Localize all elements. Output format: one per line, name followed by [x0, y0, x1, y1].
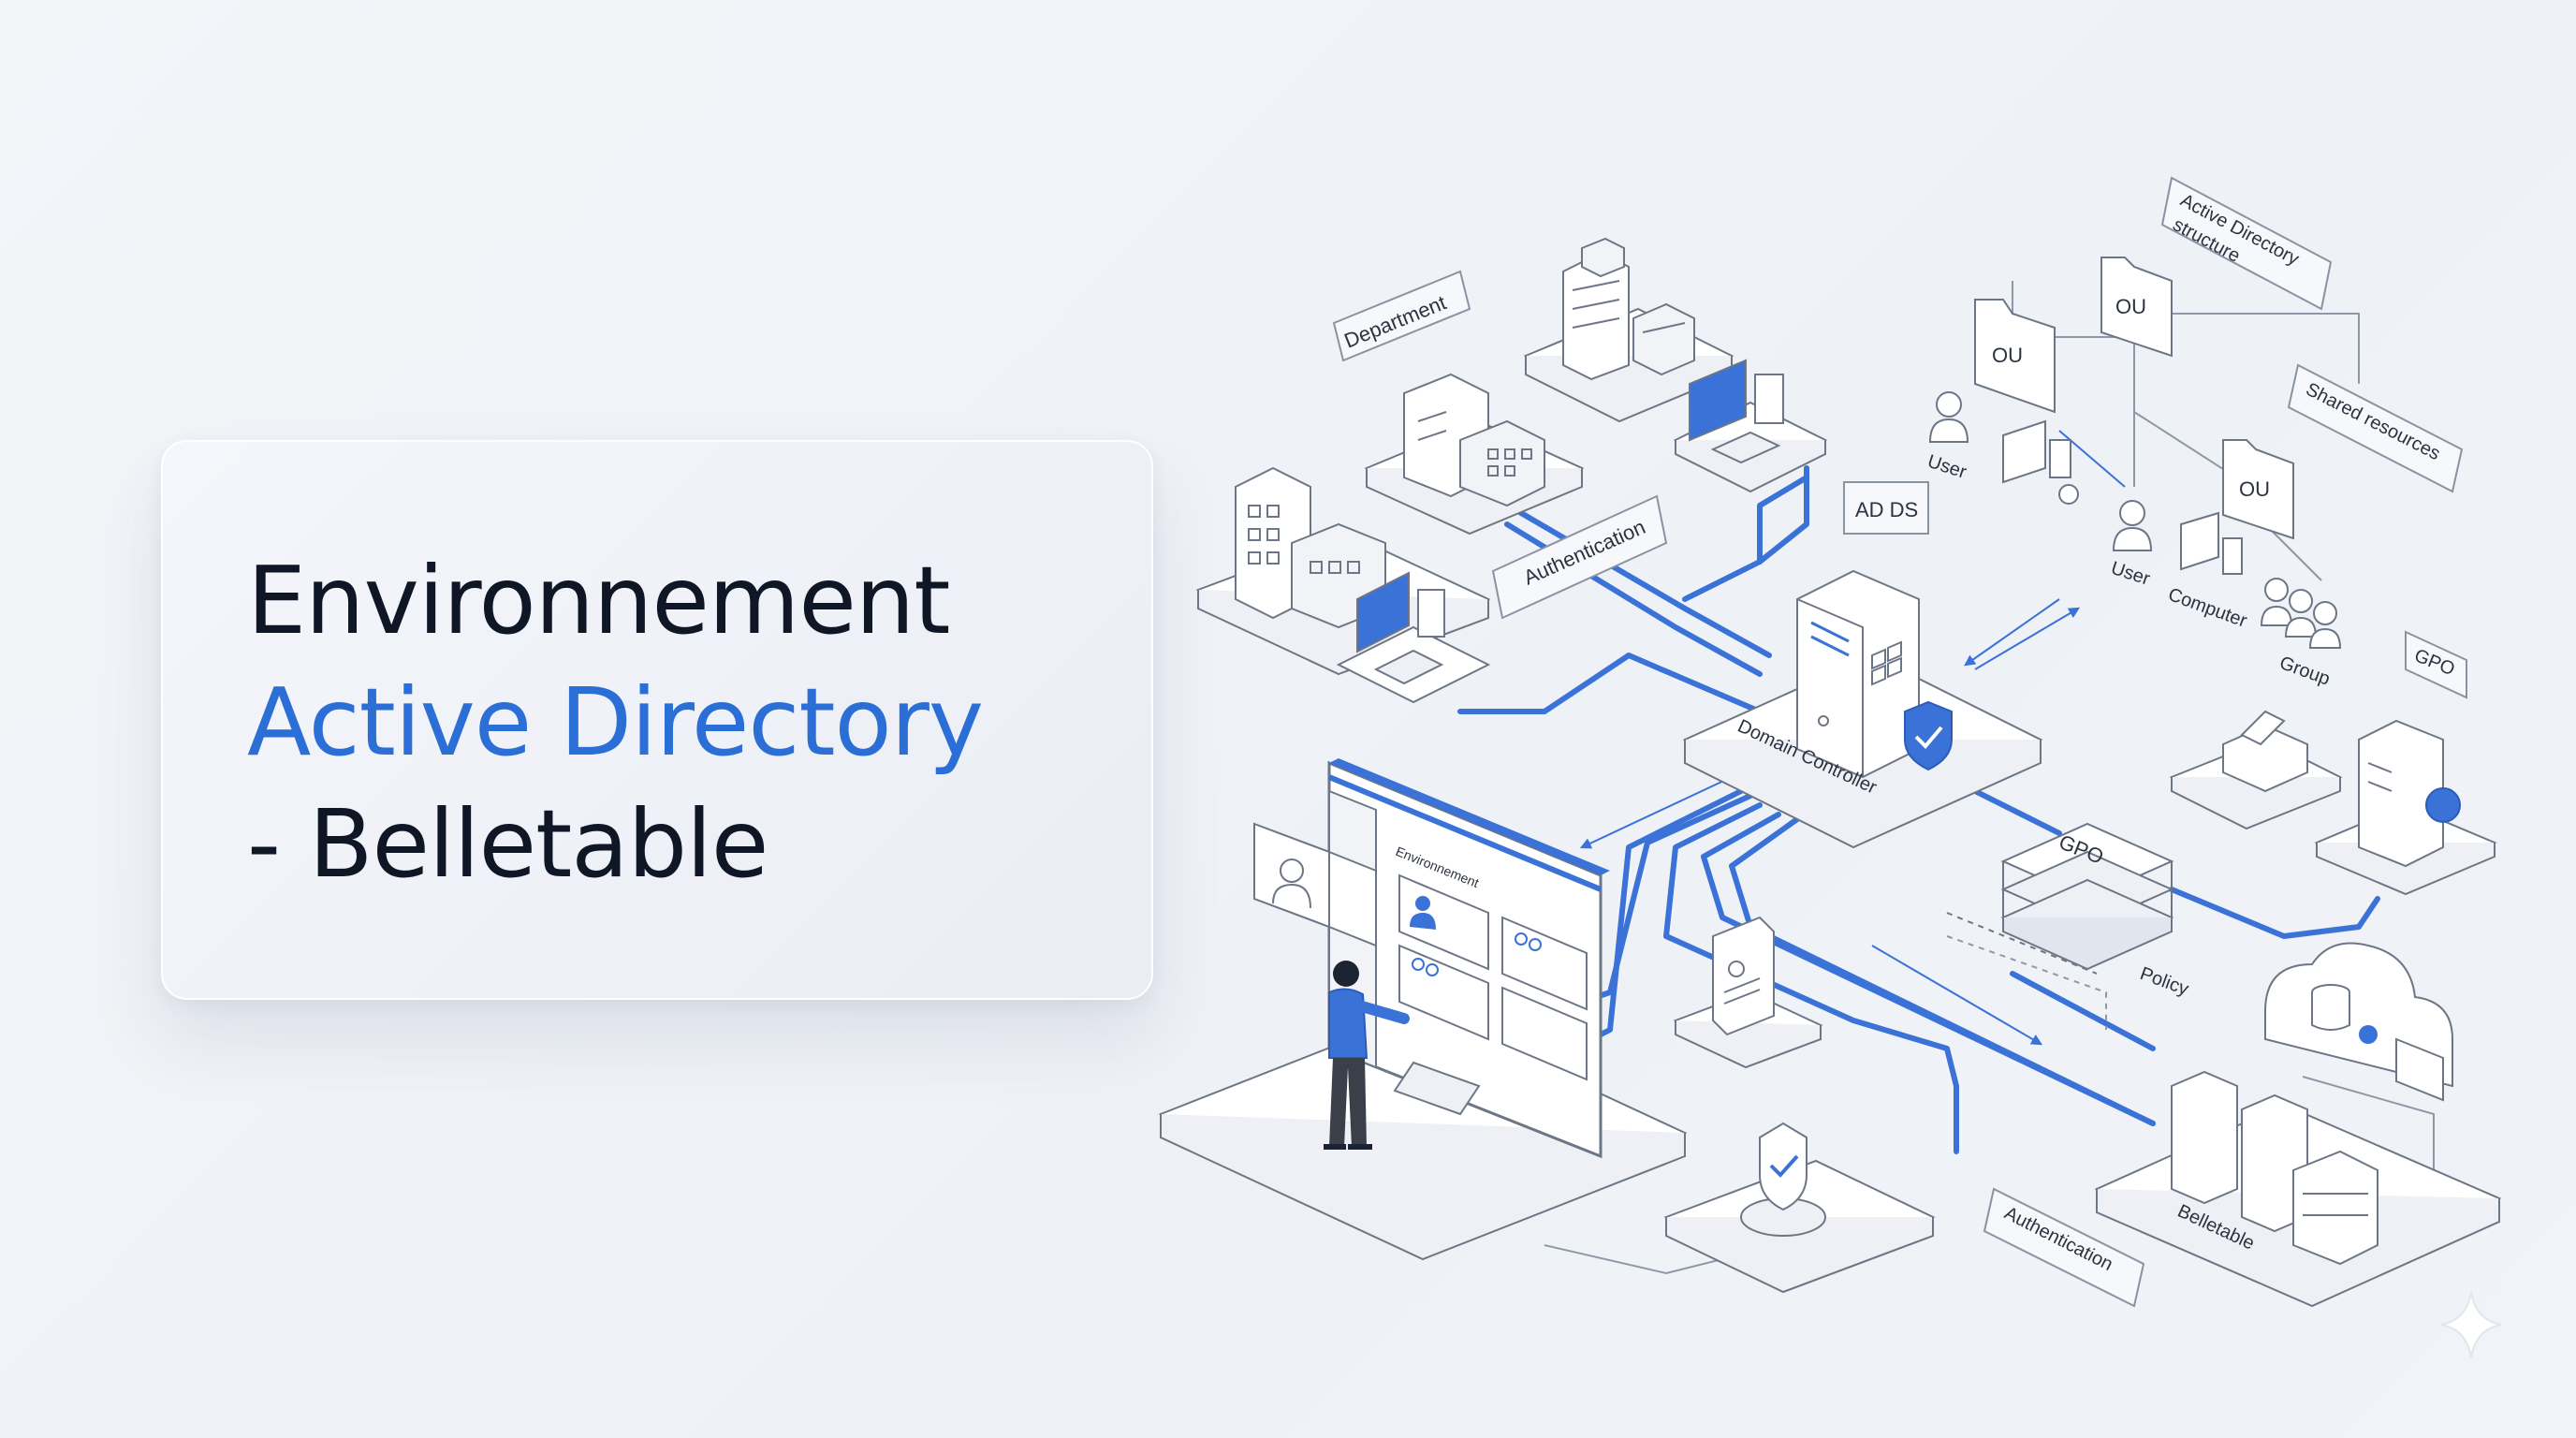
person-icon: [1324, 961, 1410, 1150]
user-node-1: User: [1925, 391, 1969, 483]
sparkle-icon: [2440, 1291, 2502, 1358]
desktop-icon: [1356, 571, 1445, 685]
title-line-3: - Belletable: [247, 789, 768, 899]
server-building-icon: [1403, 373, 1545, 507]
title-card: Environnement Active Directory - Belleta…: [161, 440, 1153, 1000]
shield-check-icon: [1740, 1122, 1826, 1237]
computer-node-2: Computer: [2165, 511, 2250, 632]
group-node: Group: [2260, 578, 2342, 690]
title-line-2: Active Directory: [247, 668, 984, 777]
desktop-icon: [2180, 511, 2243, 575]
group-label: Group: [2276, 653, 2333, 690]
desktop-icon: [1689, 359, 1784, 464]
document-icon: [1712, 916, 1775, 1036]
ou-folder-3: OU: [2222, 439, 2294, 540]
profile-card: [1253, 822, 1377, 947]
server-icon: [2358, 719, 2461, 868]
server-node-right: [2314, 719, 2497, 896]
group-icon: [1412, 932, 1542, 976]
user-icon: [1410, 896, 1436, 930]
ou-folder-2: OU: [2100, 257, 2173, 358]
flow-arrows: [1579, 598, 2081, 1046]
belletable-datacenter: Belletable: [2094, 1070, 2502, 1308]
tag-gpo: GPO: [2405, 630, 2467, 699]
title-line-1: Environnement: [247, 546, 950, 655]
cloud-database-icon: [2264, 942, 2453, 1102]
user-icon: [2112, 500, 2153, 551]
document-node: [1673, 916, 1823, 1069]
building-icon: [1562, 237, 1695, 381]
user-1-label: User: [1925, 451, 1969, 483]
server-icon: [1796, 569, 1920, 779]
user-icon: [1272, 858, 1311, 909]
user-2-label: User: [2108, 558, 2152, 590]
printer-icon: [2222, 710, 2308, 793]
windows-logo-icon: [1871, 640, 1902, 686]
buildings-platform-center: [1364, 373, 1585, 536]
desktop-icon: [2002, 419, 2079, 505]
group-icon: [2260, 578, 2342, 649]
tag-shared-resources: Shared resources: [2287, 363, 2464, 493]
domain-controller-node: Domain Controller: [1682, 569, 2043, 849]
user-node-2: User: [2108, 500, 2153, 590]
user-icon: [1928, 391, 1969, 443]
policy-label: Policy: [2137, 963, 2191, 1000]
gpo-node: GPO Policy: [1946, 822, 2191, 1000]
security-node: [1663, 1122, 1936, 1294]
computer-node-1: [2002, 419, 2079, 505]
ad-ds-label: AD DS: [1855, 498, 1918, 521]
server-icon: [2171, 1070, 2378, 1266]
ou-3-label: OU: [2239, 477, 2270, 501]
cloud-database-node: [2264, 942, 2453, 1102]
buildings-platform-top: [1523, 237, 1734, 423]
desktop-top: [1673, 359, 1828, 493]
desktop-left: [1336, 571, 1491, 704]
printer-node: [2169, 710, 2343, 830]
ou-1-label: OU: [1992, 344, 2023, 367]
ou-2-label: OU: [2115, 295, 2146, 318]
tag-ad-ds: AD DS: [1843, 481, 1929, 535]
shield-check-icon: [1904, 700, 1953, 771]
tag-ad-structure: Active Directory structure: [2160, 176, 2333, 311]
ou-folder-1: OU: [1974, 299, 2056, 414]
computer-label: Computer: [2165, 584, 2249, 632]
tag-department: Department: [1332, 270, 1471, 362]
